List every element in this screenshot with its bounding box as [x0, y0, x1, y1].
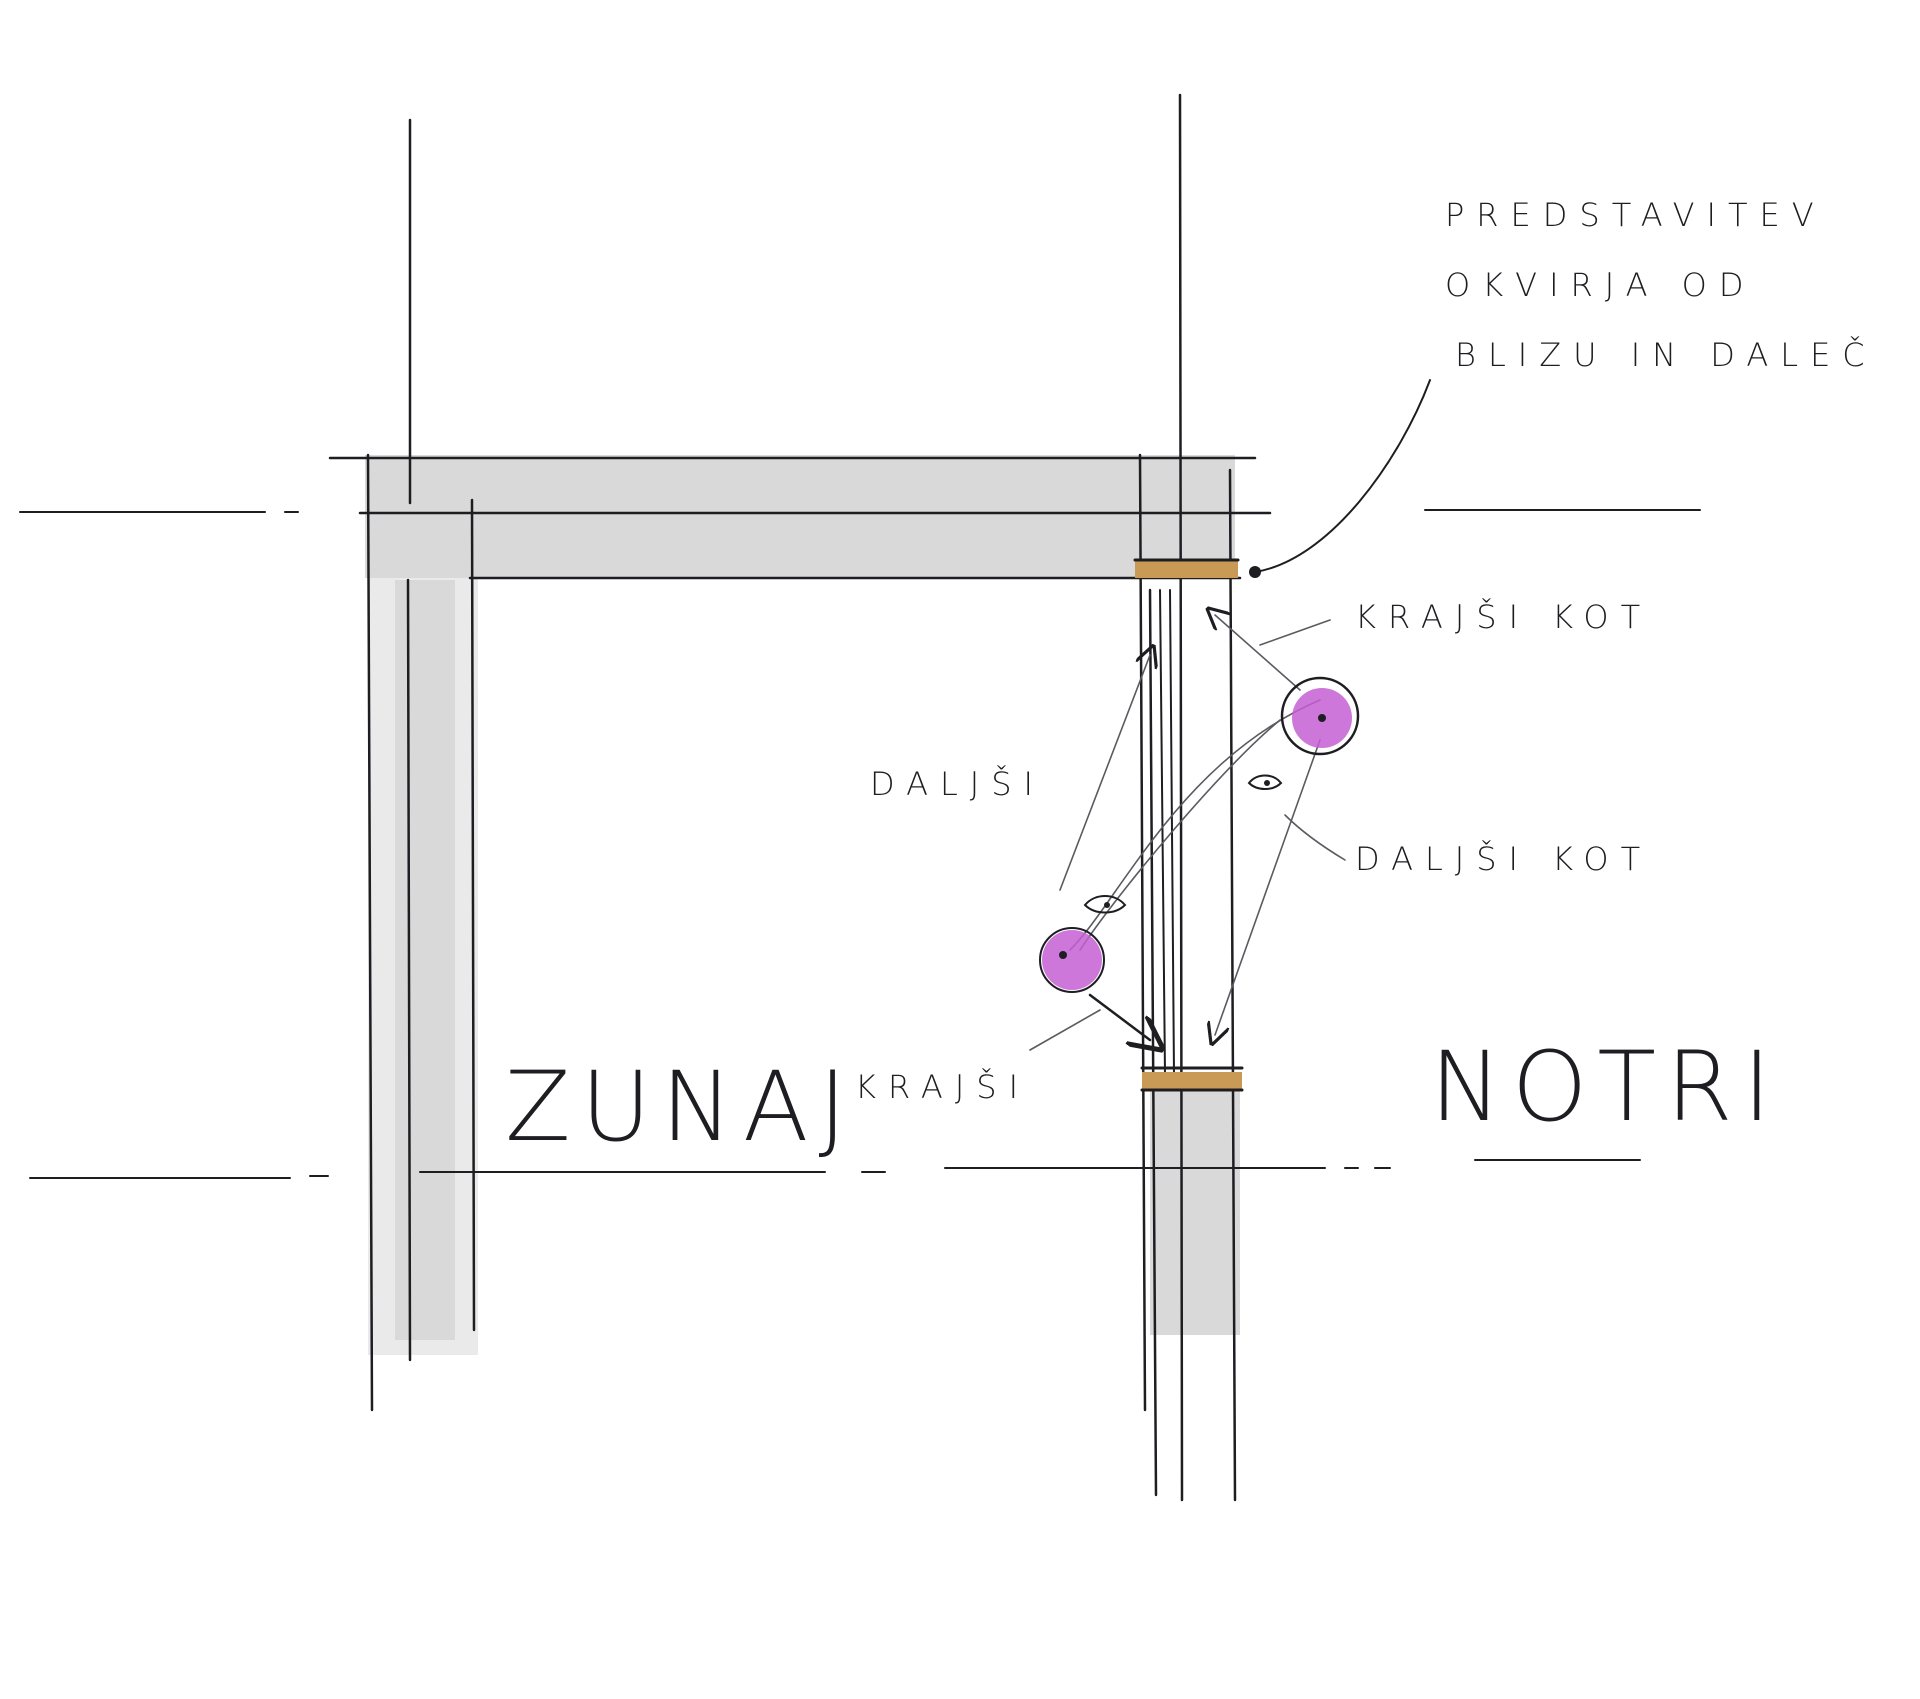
- leader-dot: [1249, 566, 1261, 578]
- axis-lines: [19, 509, 1701, 1179]
- left-wall-inner-fill: [395, 580, 455, 1340]
- title-line-2: OKVIRJA OD: [1445, 266, 1756, 304]
- right-wall-fill-lower: [1150, 1075, 1240, 1335]
- label-notri: NOTRI: [1430, 1031, 1781, 1143]
- top-wall-fill: [365, 455, 1235, 578]
- title-line-3: BLIZU IN DALEČ: [1455, 335, 1877, 374]
- eye-icon: [1083, 895, 1127, 914]
- label-daljsi-kot: DALJŠI KOT: [1355, 839, 1652, 878]
- frame-bottom: [1142, 1072, 1242, 1090]
- person-far: [1280, 676, 1360, 756]
- sight-lines: [1029, 615, 1346, 1050]
- frame-top: [1135, 560, 1238, 578]
- label-daljsi: DALJŠI: [870, 764, 1045, 803]
- eye-icon: [1247, 774, 1283, 790]
- person-near: [1039, 927, 1105, 993]
- label-krajsi: KRAJŠI: [855, 1067, 1030, 1106]
- label-krajsi-kot: KRAJŠI KOT: [1355, 597, 1652, 636]
- right-wall-fill-upper: [1147, 455, 1235, 565]
- window-frame: [1133, 558, 1244, 1092]
- label-zunaj: ZUNAJ: [505, 1051, 857, 1163]
- title-leader-line: [1254, 379, 1431, 573]
- person-circle-icon: [1042, 930, 1102, 990]
- title-line-1: PREDSTAVITEV: [1445, 196, 1826, 234]
- wall-fills: [365, 455, 1240, 1355]
